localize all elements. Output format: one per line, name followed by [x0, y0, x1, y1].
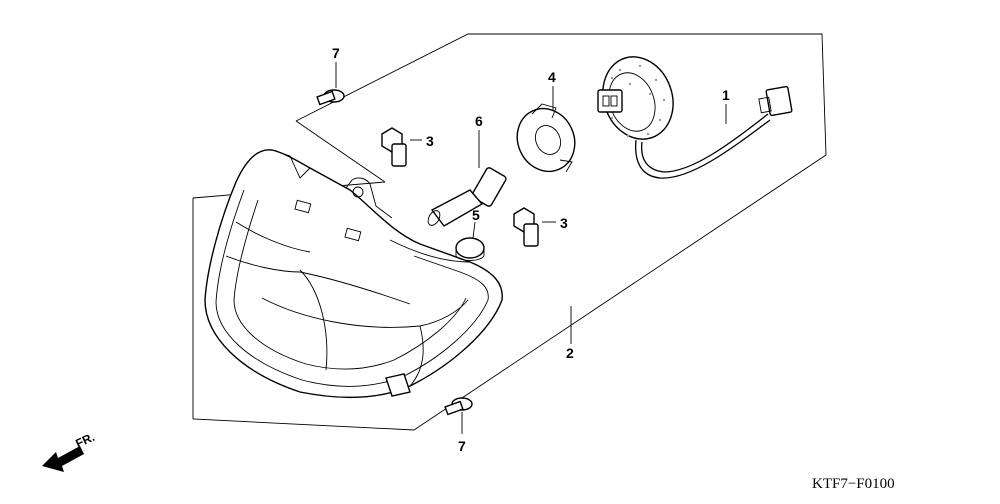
label-bulb-cap: 5	[472, 207, 480, 223]
label-wire-harness: 1	[722, 87, 730, 103]
drawing-code: KTF7−F0100	[812, 476, 895, 492]
nut-lower	[513, 207, 539, 247]
label-screw-lower: 7	[458, 438, 466, 454]
front-arrow-icon	[42, 446, 84, 472]
label-nut-upper: 3	[426, 133, 434, 149]
screw-upper	[316, 89, 345, 106]
bulb-socket	[516, 103, 576, 173]
nut-upper	[381, 127, 407, 167]
bulb	[427, 167, 507, 227]
part-labels: 7 3 4 6 5 3 1 2 7	[332, 45, 730, 454]
label-headlight-unit: 2	[566, 345, 574, 361]
front-label: FR.	[73, 430, 96, 451]
leader-lines	[335, 62, 727, 434]
bulb-cap	[455, 237, 485, 261]
wire-harness	[597, 56, 793, 179]
screw-lower	[444, 397, 473, 416]
headlight-unit	[204, 149, 503, 399]
label-bulb: 6	[475, 113, 483, 129]
label-bulb-socket: 4	[548, 69, 556, 85]
label-nut-lower: 3	[560, 215, 568, 231]
front-direction-indicator: FR.	[42, 430, 97, 472]
label-screw-upper: 7	[332, 45, 340, 61]
